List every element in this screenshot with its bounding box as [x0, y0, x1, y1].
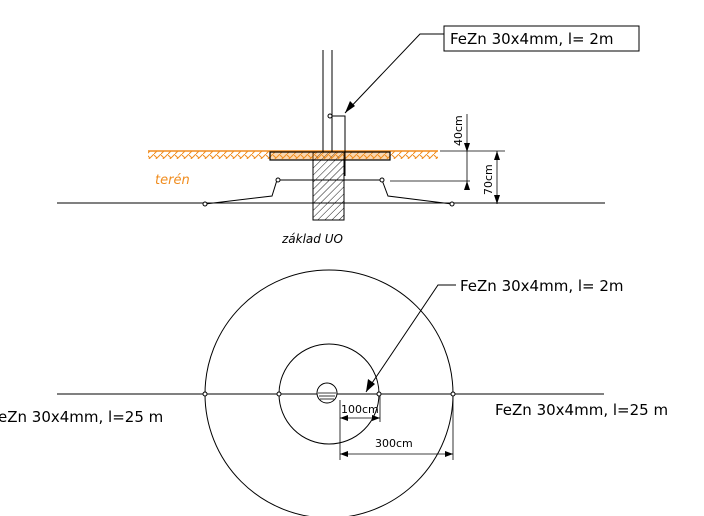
right-strip-label: FeZn 30x4mm, l=25 m — [495, 401, 668, 419]
dimension-300cm-label: 300cm — [375, 437, 413, 450]
dimension-40cm: 40cm — [452, 114, 470, 190]
plan-callout-arrow — [366, 379, 375, 392]
plan-callout-label: FeZn 30x4mm, l= 2m — [460, 277, 624, 295]
plan-view: FeZn 30x4mm, l= 2m eZn 30x4mm, l=25 m Fe… — [0, 269, 668, 516]
terrain-label: terén — [155, 173, 190, 188]
dimension-40cm-label: 40cm — [452, 115, 465, 146]
dimension-70cm: 70cm — [440, 150, 505, 204]
elevation-callout-arrow — [345, 101, 355, 113]
dimension-100cm-label: 100cm — [341, 403, 379, 416]
dimension-70cm-label: 70cm — [482, 164, 495, 195]
elevation-callout-leader — [344, 33, 444, 114]
dimension-100cm: 100cm — [339, 396, 381, 460]
elevation-callout-label: FeZn 30x4mm, l= 2m — [450, 30, 614, 48]
pole — [322, 50, 333, 152]
terrain-surface — [148, 150, 438, 159]
foundation-block — [312, 151, 345, 221]
vertical-rod — [330, 115, 346, 176]
elevation-callout-box — [443, 25, 640, 52]
plan-callout-leader — [365, 284, 456, 393]
foundation-label: základ UO — [281, 232, 343, 246]
rod-node — [327, 113, 333, 119]
dimension-300cm: 300cm — [340, 396, 454, 460]
left-strip-label: eZn 30x4mm, l=25 m — [0, 408, 163, 426]
surface-strip — [269, 151, 391, 161]
pole-footprint — [316, 382, 338, 404]
buried-electrode — [204, 179, 453, 205]
elevation-view: terén základ UO FeZn 30x4mm, l= 2m — [57, 25, 640, 246]
